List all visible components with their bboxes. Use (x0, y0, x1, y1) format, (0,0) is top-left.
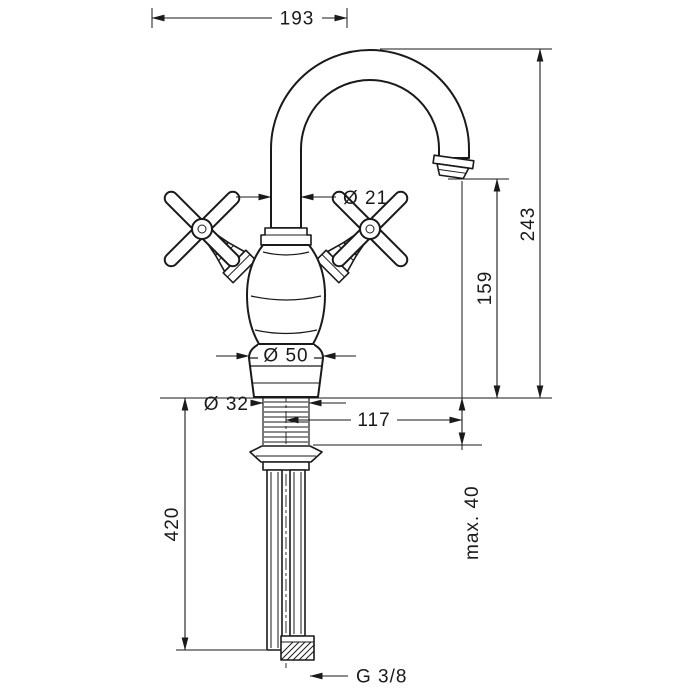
hose-connection-nut (280, 635, 315, 661)
mounting-nut (262, 461, 310, 471)
dimension-hose-length: 420 (162, 397, 266, 651)
dimension-outlet-height: 159 (448, 178, 509, 399)
spout (260, 49, 475, 246)
dimension-projection: 117 (285, 410, 463, 431)
dimensions: 193 Ø 21 243 159 Ø 50 (151, 7, 552, 688)
dimension-shank-diameter: Ø 32 (204, 394, 346, 415)
handle-right (315, 190, 409, 284)
hose-right (289, 469, 306, 637)
dimension-top-width: 193 (151, 7, 348, 30)
dim-label-spout-diameter: Ø 21 (343, 188, 388, 209)
aerator (432, 154, 475, 180)
fastening-set (249, 445, 323, 471)
dimension-base-diameter: Ø 50 (216, 345, 356, 367)
dimension-spout-diameter: Ø 21 (236, 188, 388, 209)
mounting-flange (249, 445, 323, 463)
dim-label-projection: 117 (357, 410, 390, 431)
dim-label-overall-height: 243 (518, 207, 539, 242)
dim-label-base-diameter: Ø 50 (263, 346, 308, 367)
handle-left-hub (191, 218, 213, 240)
mixer-body (246, 244, 326, 345)
dim-label-thread: G 3/8 (356, 667, 407, 688)
dim-label-top-width: 193 (280, 9, 315, 30)
handle-right-hub (359, 218, 381, 240)
dim-label-max-thickness: max. 40 (462, 485, 483, 560)
handle-left (163, 190, 257, 284)
dimension-thread: G 3/8 (309, 667, 407, 688)
dim-label-hose-length: 420 (162, 507, 183, 542)
faucet-outline (160, 49, 552, 668)
dim-label-shank-diameter: Ø 32 (204, 394, 249, 415)
dim-label-outlet-height: 159 (475, 271, 496, 306)
dimension-max-thickness: max. 40 (458, 397, 483, 560)
spout-collar (260, 227, 312, 246)
dimension-overall-height: 243 (380, 48, 552, 399)
hose-left (266, 469, 283, 651)
mounting-surface (160, 397, 552, 446)
supply-hoses (266, 469, 315, 661)
